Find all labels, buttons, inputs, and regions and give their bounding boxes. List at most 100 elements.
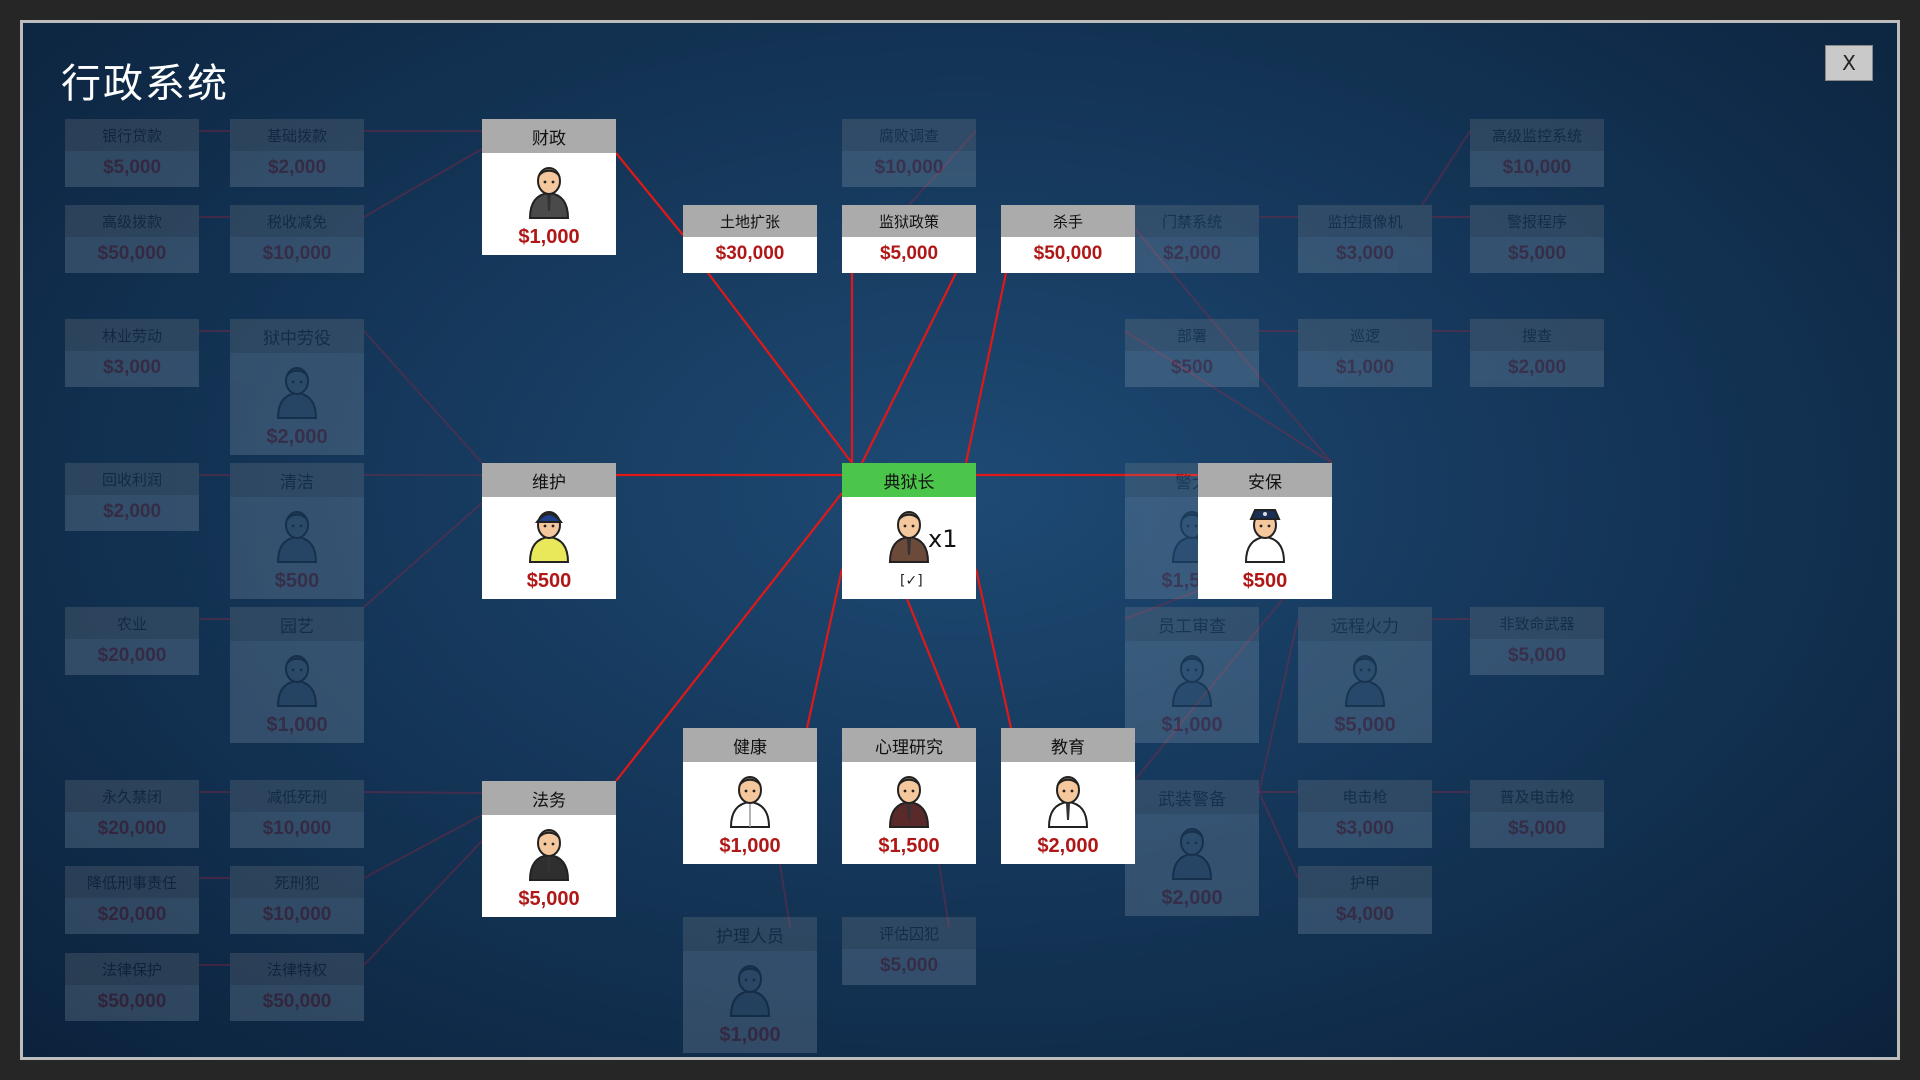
node-cost: $10,000 <box>262 243 332 264</box>
node-cost: $1,000 <box>1161 714 1223 736</box>
node-cost: $1,000 <box>719 835 781 857</box>
connector-line <box>1124 330 1333 464</box>
node-body: $1,000 <box>482 153 616 255</box>
node-body: $2,000 <box>1125 237 1259 273</box>
node-cost: $10,000 <box>262 818 332 839</box>
locked-node[interactable]: 腐败调查$10,000 <box>842 119 976 187</box>
lawyer-icon <box>526 825 572 885</box>
node-cost: $50,000 <box>97 991 167 1012</box>
node-cost: $5,000 <box>102 157 162 178</box>
locked-node[interactable]: 普及电击枪$5,000 <box>1470 780 1604 848</box>
node-body: $500 <box>1125 351 1259 387</box>
locked-node[interactable]: 警报程序$5,000 <box>1470 205 1604 273</box>
department-node[interactable]: 心理研究$1,500 <box>842 728 976 864</box>
node-cost: $3,000 <box>1335 818 1395 839</box>
department-node[interactable]: 教育$2,000 <box>1001 728 1135 864</box>
node-title: 护甲 <box>1298 866 1432 898</box>
node-body: $3,000 <box>65 351 199 387</box>
locked-node[interactable]: 监控摄像机$3,000 <box>1298 205 1432 273</box>
connector-line <box>363 814 483 879</box>
locked-node[interactable]: 林业劳动$3,000 <box>65 319 199 387</box>
connector-line <box>363 502 483 608</box>
node-title: 园艺 <box>230 607 364 641</box>
locked-node[interactable]: 基础拨款 $2,000 <box>230 119 364 187</box>
policy-node[interactable]: 监狱政策$5,000 <box>842 205 976 273</box>
node-title: 典狱长 <box>842 463 976 497</box>
locked-node[interactable]: 狱中劳役$2,000 <box>230 319 364 455</box>
locked-node[interactable]: 永久禁闭$20,000 <box>65 780 199 848</box>
node-title: 高级拨款 <box>65 205 199 237</box>
locked-node[interactable]: 员工审查 $1,000 <box>1125 607 1259 743</box>
node-title: 监控摄像机 <box>1298 205 1432 237</box>
department-node[interactable]: 财政$1,000 <box>482 119 616 255</box>
node-cost: $50,000 <box>1033 243 1103 264</box>
locked-node[interactable]: 评估囚犯$5,000 <box>842 917 976 985</box>
locked-node[interactable]: 远程火力$5,000 <box>1298 607 1432 743</box>
warden-icon <box>886 507 932 567</box>
department-node[interactable]: 法务$5,000 <box>482 781 616 917</box>
node-cost: $2,000 <box>267 157 327 178</box>
locked-node[interactable]: 回收利润$2,000 <box>65 463 199 531</box>
node-cost: $2,000 <box>1037 835 1099 857</box>
teacher-icon <box>1045 772 1091 832</box>
locked-node[interactable]: 武装警备$2,000 <box>1125 780 1259 916</box>
node-title: 清洁 <box>230 463 364 497</box>
locked-node[interactable]: 银行贷款$5,000 <box>65 119 199 187</box>
locked-node[interactable]: 护甲$4,000 <box>1298 866 1432 934</box>
connector-line <box>363 791 483 794</box>
node-title: 电击枪 <box>1298 780 1432 812</box>
node-title: 员工审查 <box>1125 607 1259 641</box>
locked-node[interactable]: 高级监控系统$10,000 <box>1470 119 1604 187</box>
node-title: 武装警备 <box>1125 780 1259 814</box>
department-node[interactable]: 维护$500 <box>482 463 616 599</box>
locked-node[interactable]: 法律保护$50,000 <box>65 953 199 1021</box>
locked-node[interactable]: 搜查$2,000 <box>1470 319 1604 387</box>
node-cost: $1,500 <box>878 835 940 857</box>
connector-line <box>615 152 684 236</box>
node-title: 法务 <box>482 781 616 815</box>
locked-node[interactable]: 高级拨款$50,000 <box>65 205 199 273</box>
locked-node[interactable]: 门禁系统$2,000 <box>1125 205 1259 273</box>
locked-node[interactable]: 非致命武器$5,000 <box>1470 607 1604 675</box>
node-body: $30,000 <box>683 237 817 273</box>
locked-node[interactable]: 法律特权$50,000 <box>230 953 364 1021</box>
policy-node[interactable]: 土地扩张$30,000 <box>683 205 817 273</box>
node-body: $20,000 <box>65 639 199 675</box>
policy-node[interactable]: 杀手$50,000 <box>1001 205 1135 273</box>
locked-node[interactable]: 清洁$500 <box>230 463 364 599</box>
node-cost: $5,000 <box>1507 243 1567 264</box>
node-cost: $1,000 <box>266 714 328 736</box>
connector-line <box>805 568 844 729</box>
node-title: 维护 <box>482 463 616 497</box>
locked-node[interactable]: 税收减免$10,000 <box>230 205 364 273</box>
locked-node[interactable]: 园艺 $1,000 <box>230 607 364 743</box>
locked-node[interactable]: 巡逻$1,000 <box>1298 319 1432 387</box>
node-body: $2,000 <box>1001 762 1135 864</box>
node-body: $1,500 <box>842 762 976 864</box>
department-node[interactable]: 安保$500 <box>1198 463 1332 599</box>
node-body: $5,000 <box>842 237 976 273</box>
locked-node[interactable]: 部署$500 <box>1125 319 1259 387</box>
node-title: 狱中劳役 <box>230 319 364 353</box>
locked-node[interactable]: 死刑犯$10,000 <box>230 866 364 934</box>
node-title: 普及电击枪 <box>1470 780 1604 812</box>
connector-line <box>1258 618 1299 793</box>
node-cost: $30,000 <box>715 243 785 264</box>
close-button[interactable]: X <box>1825 45 1873 81</box>
locked-node[interactable]: 电击枪 $3,000 <box>1298 780 1432 848</box>
node-body: $5,000 <box>1470 812 1604 848</box>
node-cost: $20,000 <box>97 818 167 839</box>
node-cost: $1,000 <box>518 226 580 248</box>
locked-node[interactable]: 减低死刑$10,000 <box>230 780 364 848</box>
locked-node[interactable]: 农业$20,000 <box>65 607 199 675</box>
node-title: 腐败调查 <box>842 119 976 151</box>
node-cost: $2,000 <box>102 501 162 522</box>
locked-node[interactable]: 护理人员$1,000 <box>683 917 817 1053</box>
department-node[interactable]: 健康$1,000 <box>683 728 817 864</box>
locked-node[interactable]: 降低刑事责任$20,000 <box>65 866 199 934</box>
node-cost: $50,000 <box>262 991 332 1012</box>
node-body: $1,000 <box>683 951 817 1053</box>
node-title: 基础拨款 <box>230 119 364 151</box>
node-title: 门禁系统 <box>1125 205 1259 237</box>
